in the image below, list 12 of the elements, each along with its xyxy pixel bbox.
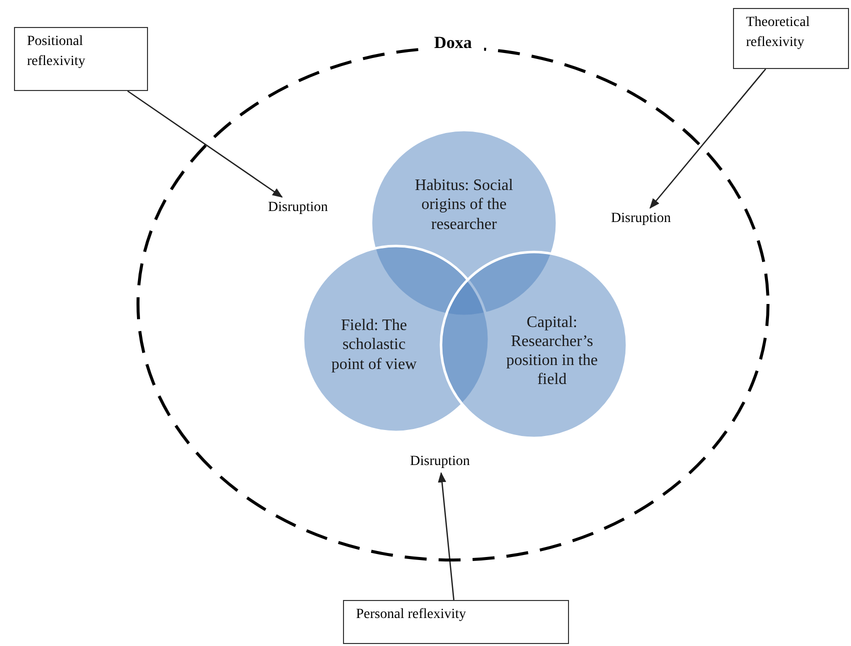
- arrow: [649, 68, 766, 209]
- circle-label: Capital: Researcher’s position in the field: [505, 312, 599, 390]
- text-box: Theoretical reflexivity: [733, 8, 849, 69]
- disruption-label: Disruption: [596, 208, 686, 230]
- arrow: [127, 90, 283, 198]
- circle-label: Habitus: Social origins of the researcher: [414, 176, 514, 234]
- disruption-label: Disruption: [253, 197, 343, 219]
- text-box: Positional reflexivity: [14, 27, 148, 91]
- arrow: [438, 472, 454, 600]
- circle-label: Field: The scholastic point of view: [330, 316, 418, 374]
- disruption-label: Disruption: [395, 451, 485, 473]
- text-box: Personal reflexivity: [343, 600, 569, 644]
